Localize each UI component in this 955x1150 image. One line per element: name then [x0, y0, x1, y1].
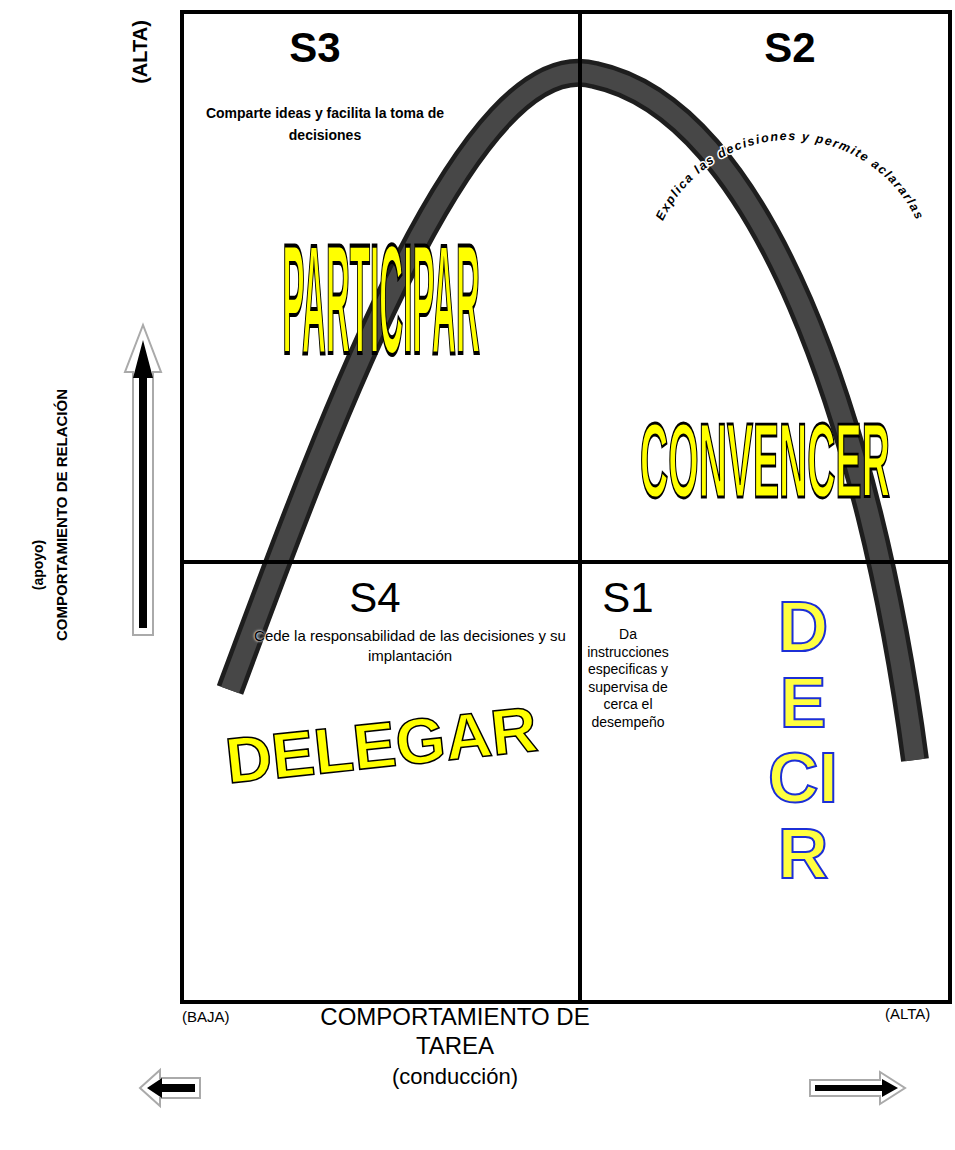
style-description: Explica las decisiones y permite aclarar…	[653, 129, 927, 223]
quadrant-code: S1	[578, 574, 678, 622]
quadrant-code: S4	[275, 574, 475, 622]
style-description: Comparte ideas y facilita la toma de dec…	[200, 102, 450, 147]
axis-title: COMPORTAMIENTO DE TAREA	[290, 1003, 620, 1061]
axis-arrow-outline	[810, 1072, 905, 1104]
style-description-holder: Explica las decisiones y permite aclarar…	[578, 10, 952, 310]
curved-text: Explica las decisiones y permite aclarar…	[653, 129, 927, 223]
quadrant-box: S1Da instrucciones especificas y supervi…	[578, 560, 952, 1004]
axis-subtitle: (apoyo)	[30, 540, 46, 591]
style-description: Cede la responsabilidad de las decisione…	[250, 626, 570, 665]
axis-arrow	[815, 1079, 898, 1097]
axis-arrow-outline	[140, 1070, 200, 1106]
curved-text-frame: Explica las decisiones y permite aclarar…	[578, 10, 952, 310]
style-word-holder: CONVENCER	[578, 436, 952, 487]
quadrant-code: S3	[215, 24, 415, 72]
axis-level: (ALTA)	[129, 20, 152, 84]
style-word-holder: PARTICIPAR	[180, 274, 582, 325]
axis-arrow-outline	[125, 325, 161, 635]
quadrant-box: S2Explica las decisiones y permite aclar…	[578, 10, 952, 564]
axis-arrow	[133, 340, 153, 628]
quadrant-box: S3Comparte ideas y facilita la toma de d…	[180, 10, 582, 564]
style-word: CONVENCER	[640, 403, 890, 519]
text-guide	[650, 140, 930, 280]
style-word: PARTICIPAR	[282, 213, 479, 385]
style-word: DELEGAR	[222, 694, 541, 797]
quadrant-code: S2	[690, 24, 890, 72]
axis-subtitle: (conducción)	[290, 1064, 620, 1089]
style-word: DECIR	[768, 590, 838, 892]
style-description: Da instrucciones especificas y supervisa…	[580, 626, 676, 731]
axis-level: (BAJA)	[182, 1008, 230, 1025]
axis-title: COMPORTAMIENTO DE RELACIÓN	[53, 389, 70, 641]
style-word-holder: DELEGAR	[180, 710, 582, 780]
quadrant-box: S4Cede la responsabilidad de las decisio…	[180, 560, 582, 1004]
axis-level: (ALTA)	[885, 1005, 930, 1022]
axis-arrow	[147, 1078, 195, 1098]
